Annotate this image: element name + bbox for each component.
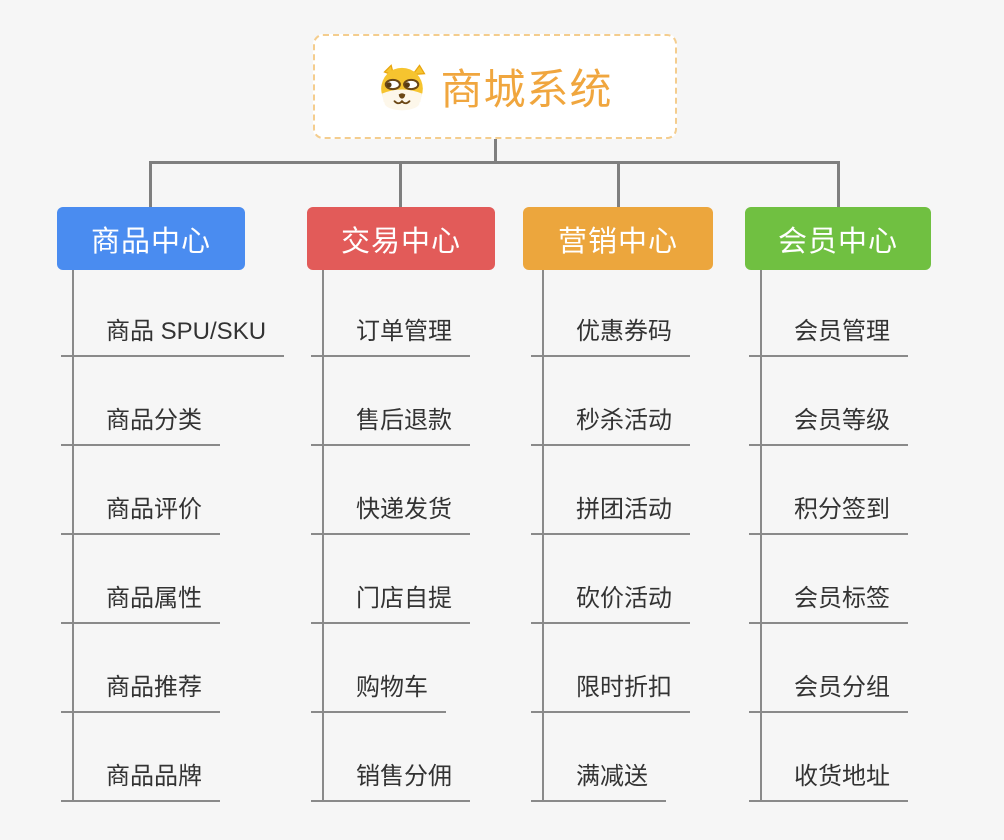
leaf-node[interactable]: 售后退款	[311, 405, 470, 446]
branch-column-trade: 订单管理 售后退款 快递发货 门店自提 购物车 销售分佣	[311, 270, 562, 802]
leaf-node[interactable]: 拼团活动	[531, 494, 690, 535]
branch-node-members[interactable]: 会员中心	[745, 207, 931, 270]
leaf-node[interactable]: 积分签到	[749, 494, 908, 535]
root-node[interactable]: 商城系统	[313, 34, 677, 139]
leaf-node[interactable]: 满减送	[531, 761, 666, 802]
root-title: 商城系统	[440, 66, 613, 113]
leaf-node[interactable]: 商品推荐	[61, 672, 220, 713]
leaf-node[interactable]: 限时折扣	[531, 672, 690, 713]
branch-node-trade[interactable]: 交易中心	[307, 207, 495, 270]
connector-root-stub	[494, 139, 497, 164]
leaf-node[interactable]: 秒杀活动	[531, 405, 690, 446]
leaf-node[interactable]: 商品评价	[61, 494, 220, 535]
leaf-node[interactable]: 会员管理	[749, 316, 908, 357]
leaf-node[interactable]: 购物车	[311, 672, 446, 713]
branch-column-marketing: 优惠券码 秒杀活动 拼团活动 砍价活动 限时折扣 满减送	[531, 270, 782, 802]
trunk-line	[760, 270, 762, 800]
connector-drop-members	[837, 161, 840, 210]
connector-drop-trade	[399, 161, 402, 210]
leaf-node[interactable]: 商品品牌	[61, 761, 220, 802]
leaf-node[interactable]: 会员等级	[749, 405, 908, 446]
leaf-node[interactable]: 销售分佣	[311, 761, 470, 802]
leaf-node[interactable]: 快递发货	[311, 494, 470, 535]
connector-bus	[149, 161, 840, 164]
branch-node-marketing[interactable]: 营销中心	[523, 207, 713, 270]
trunk-line	[72, 270, 74, 800]
leaf-node[interactable]: 会员标签	[749, 583, 908, 624]
branch-node-products[interactable]: 商品中心	[57, 207, 245, 270]
branch-column-members: 会员管理 会员等级 积分签到 会员标签 会员分组 收货地址	[749, 270, 1000, 802]
connector-drop-products	[149, 161, 152, 210]
leaf-node[interactable]: 会员分组	[749, 672, 908, 713]
leaf-node[interactable]: 订单管理	[311, 316, 470, 357]
leaf-node[interactable]: 门店自提	[311, 583, 470, 624]
leaf-node[interactable]: 商品 SPU/SKU	[61, 316, 285, 357]
leaf-node[interactable]: 商品分类	[61, 405, 220, 446]
shiba-dog-icon	[381, 63, 427, 110]
connector-drop-marketing	[617, 161, 620, 210]
leaf-node[interactable]: 收货地址	[749, 761, 908, 802]
leaf-node[interactable]: 砍价活动	[531, 583, 690, 624]
trunk-line	[542, 270, 544, 800]
trunk-line	[322, 270, 324, 800]
branch-column-products: 商品 SPU/SKU 商品分类 商品评价 商品属性 商品推荐 商品品牌	[61, 270, 312, 802]
leaf-node[interactable]: 商品属性	[61, 583, 220, 624]
leaf-node[interactable]: 优惠券码	[531, 316, 690, 357]
